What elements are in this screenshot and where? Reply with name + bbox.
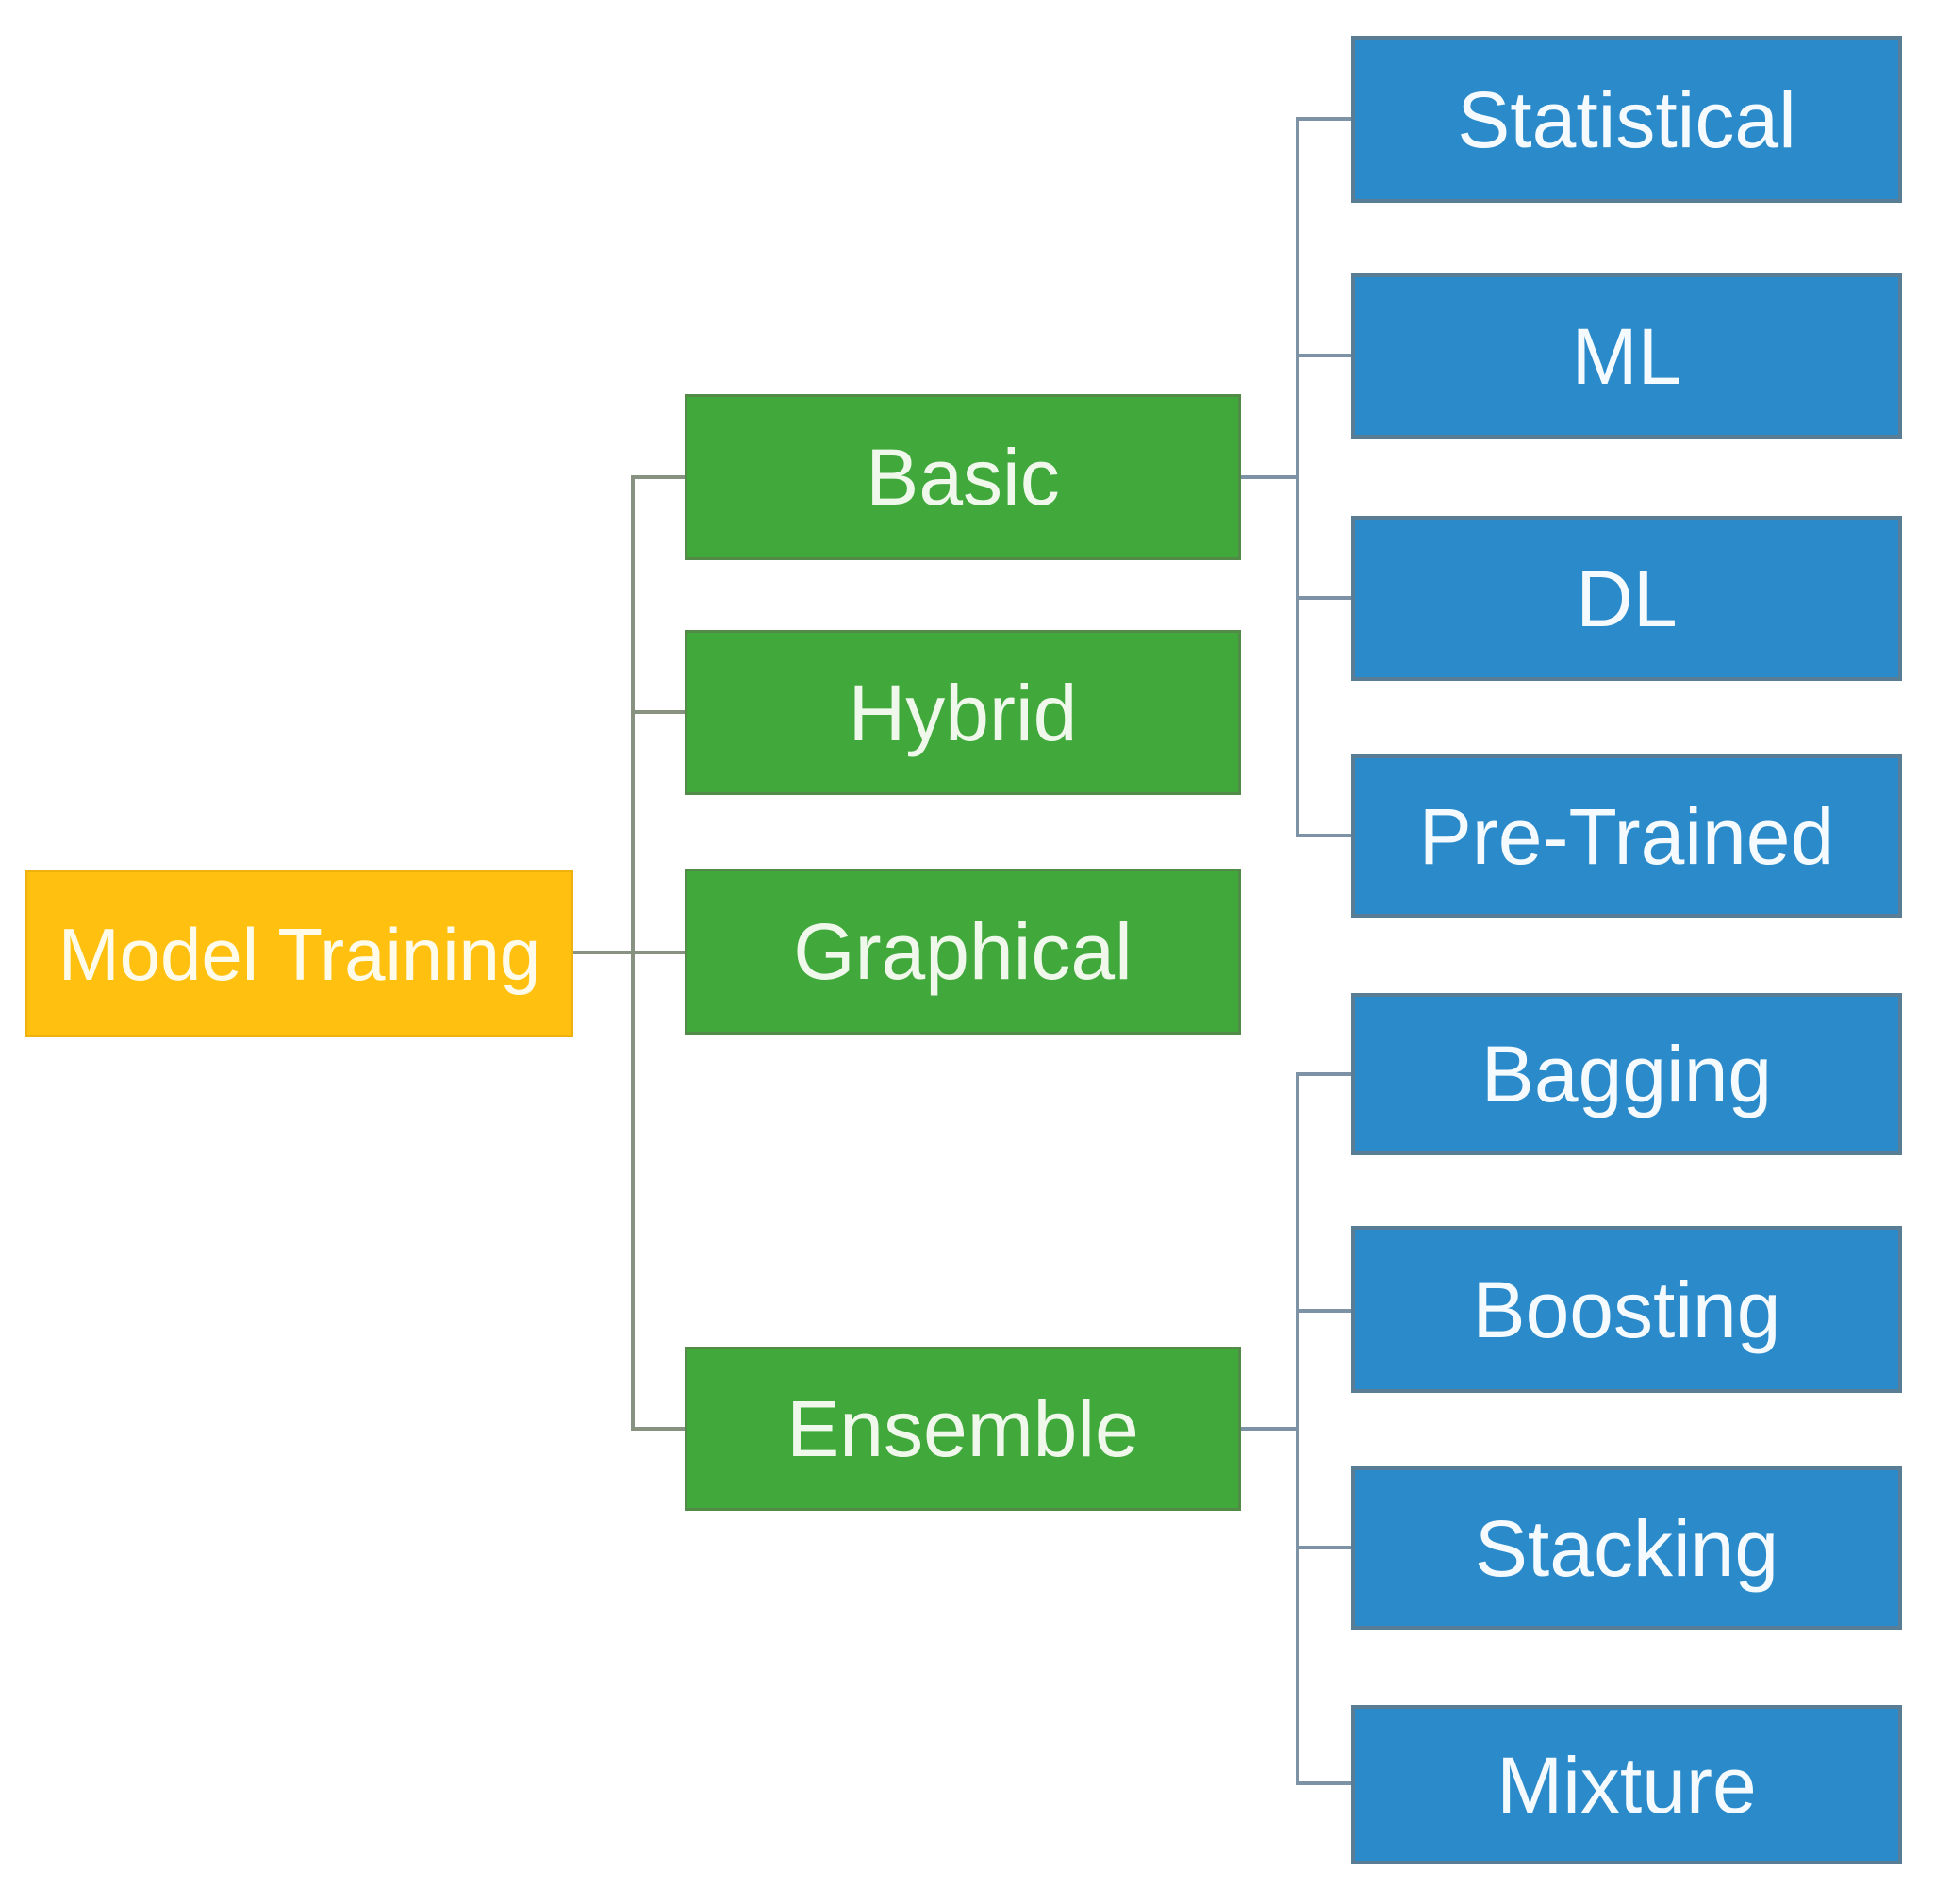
node-ml: ML <box>1351 273 1902 439</box>
node-stacking: Stacking <box>1351 1466 1902 1630</box>
node-basic: Basic <box>685 394 1241 560</box>
node-statistical: Statistical <box>1351 36 1902 203</box>
connector-bagging-stub <box>1296 1072 1351 1076</box>
connector-ensemble-stub <box>631 1427 685 1431</box>
connector-basic-stub <box>631 475 685 479</box>
connector-basic-children-trunk <box>1296 117 1299 837</box>
node-bagging: Bagging <box>1351 993 1902 1155</box>
node-mixture: Mixture <box>1351 1705 1902 1864</box>
connector-pre-trained-stub <box>1296 834 1351 837</box>
connector-boosting-stub <box>1296 1309 1351 1313</box>
node-ensemble: Ensemble <box>685 1347 1241 1511</box>
connector-ml-stub <box>1296 354 1351 357</box>
node-model-training: Model Training <box>25 870 573 1037</box>
node-boosting: Boosting <box>1351 1226 1902 1393</box>
connector-ensemble-children-trunk <box>1296 1072 1299 1785</box>
node-hybrid: Hybrid <box>685 630 1241 795</box>
connector-mixture-stub <box>1296 1781 1351 1785</box>
connector-root-to-graphical <box>573 951 685 954</box>
node-graphical: Graphical <box>685 869 1241 1035</box>
connector-ensemble-out <box>1241 1427 1296 1431</box>
connector-stacking-stub <box>1296 1546 1351 1549</box>
connector-hybrid-stub <box>631 710 685 714</box>
connector-statistical-stub <box>1296 117 1351 121</box>
node-dl: DL <box>1351 516 1902 681</box>
node-pre-trained: Pre-Trained <box>1351 754 1902 918</box>
connector-basic-out <box>1241 475 1296 479</box>
connector-dl-stub <box>1296 596 1351 600</box>
